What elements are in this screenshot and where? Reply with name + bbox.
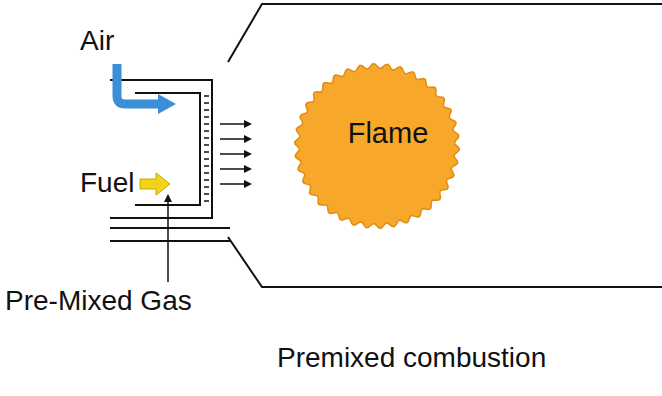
- perforated-plate: [204, 96, 209, 201]
- part-label: Air: [80, 26, 114, 57]
- plate-hole: [204, 193, 209, 195]
- flow-arrow: [220, 123, 250, 125]
- chamber-wall: [228, 237, 662, 287]
- flow-arrows: [220, 124, 250, 184]
- part-label: Pre-Mixed Gas: [5, 286, 192, 317]
- plate-hole: [204, 151, 209, 153]
- plate-hole: [204, 130, 209, 132]
- pipe-line: [110, 240, 230, 242]
- pipe-line: [110, 227, 230, 229]
- plate-hole: [204, 200, 209, 202]
- flow-arrow: [220, 183, 250, 185]
- plate-hole: [204, 109, 209, 111]
- flow-arrow: [220, 138, 250, 140]
- plate-hole: [204, 165, 209, 167]
- fuel-arrow: [140, 173, 170, 195]
- plate-hole: [204, 116, 209, 118]
- plate-hole: [204, 158, 209, 160]
- flame-shape: Flame: [291, 60, 463, 232]
- air-arrow-head: [158, 94, 176, 114]
- flame-label: Flame: [348, 117, 429, 150]
- flow-arrow: [220, 153, 250, 155]
- plate-hole: [204, 137, 209, 139]
- plate-hole: [204, 172, 209, 174]
- plate-hole: [204, 123, 209, 125]
- chamber-wall: [228, 4, 662, 62]
- nozzle-inner: [135, 93, 200, 205]
- air-arrow: [117, 64, 160, 104]
- part-label: Fuel: [80, 168, 134, 199]
- plate-hole: [204, 179, 209, 181]
- flow-arrow: [220, 168, 250, 170]
- caption: Premixed combustion: [277, 343, 546, 374]
- plate-hole: [204, 144, 209, 146]
- leader-line: [167, 196, 169, 282]
- plate-hole: [204, 102, 209, 104]
- plate-hole: [204, 186, 209, 188]
- plate-hole: [204, 95, 209, 97]
